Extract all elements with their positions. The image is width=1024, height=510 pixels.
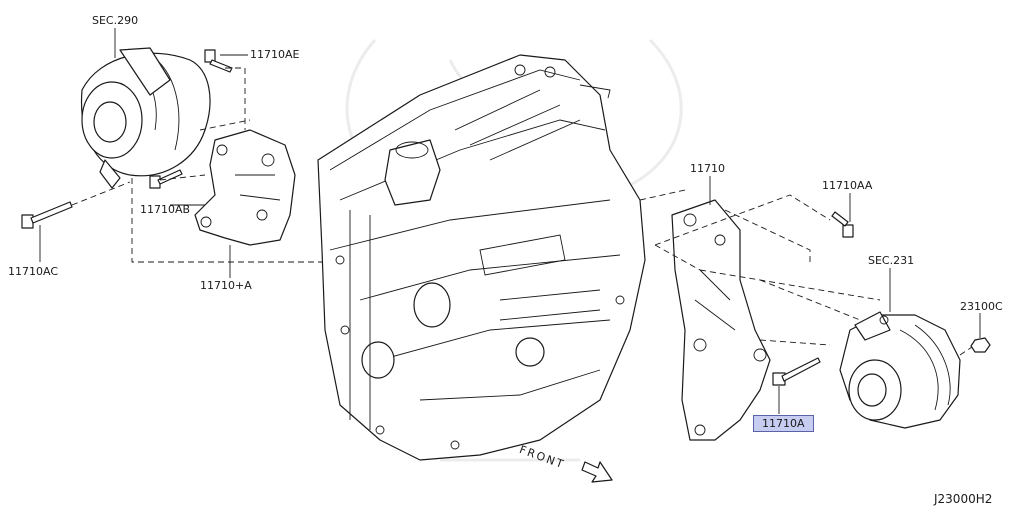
label-11710: 11710: [690, 162, 725, 175]
leader-lines: [39, 28, 981, 414]
reference-code: J23000H2: [934, 492, 993, 506]
front-arrow-icon: [581, 461, 613, 483]
bolt-11710AC: [21, 201, 73, 229]
steering-pump: [80, 47, 211, 189]
bolt-11710A: [772, 357, 821, 386]
label-11710AA: 11710AA: [822, 179, 873, 192]
nut-23100C: [970, 337, 991, 353]
label-sec290: SEC.290: [92, 14, 139, 27]
label-23100C: 23100C: [960, 300, 1003, 313]
dashed-lines-left: [71, 67, 331, 263]
bolt-11710AE: [204, 49, 233, 73]
bracket-left: [194, 129, 296, 246]
label-11710A-highlighted[interactable]: 11710A: [753, 415, 814, 432]
label-11710AC: 11710AC: [8, 265, 59, 278]
engine-block: [317, 54, 646, 461]
alternator: [839, 311, 961, 429]
label-11710AB: 11710AB: [140, 203, 191, 216]
bracket-right: [671, 199, 771, 441]
label-11710plusA: 11710+A: [200, 279, 252, 292]
label-sec231: SEC.231: [868, 254, 915, 267]
dashed-lines-right: [639, 189, 976, 356]
bolt-11710AB: [149, 169, 183, 189]
bolt-11710AA: [831, 211, 854, 238]
label-11710AE: 11710AE: [250, 48, 300, 61]
